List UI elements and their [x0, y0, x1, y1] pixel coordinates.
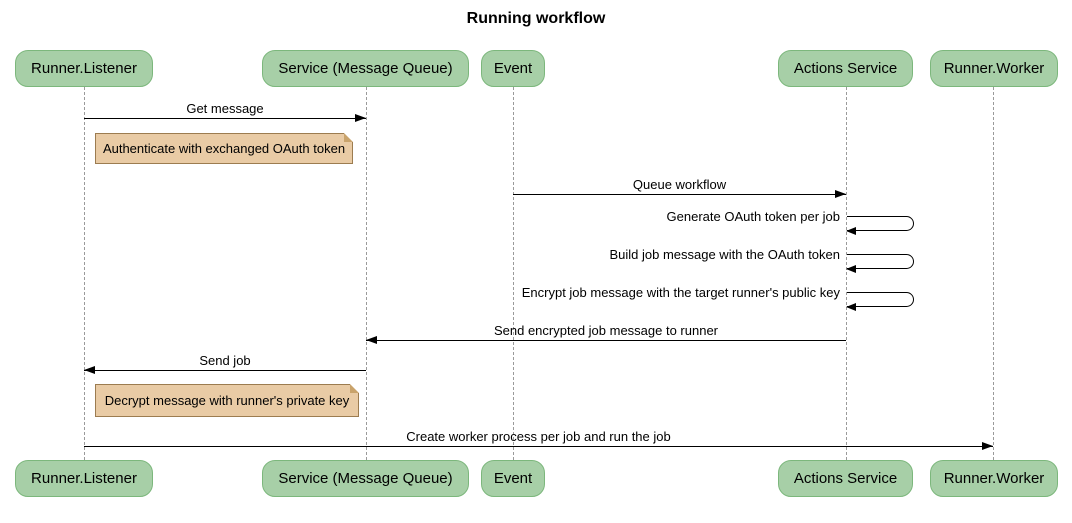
message-send-job: Send job: [84, 353, 366, 374]
actor-runner-worker-bottom: Runner.Worker: [930, 460, 1058, 497]
arrowhead-left-icon: [846, 265, 856, 273]
arrowhead-left-icon: [846, 227, 856, 235]
message-line: [513, 190, 846, 198]
self-message-loop: [846, 292, 914, 311]
actor-service-message-queue-top: Service (Message Queue): [262, 50, 469, 87]
arrowhead-right-icon: [355, 114, 366, 122]
actor-event-top: Event: [481, 50, 545, 87]
message-queue-workflow: Queue workflow: [513, 177, 846, 198]
actor-runner-listener-top: Runner.Listener: [15, 50, 153, 87]
actor-actions-service-top: Actions Service: [778, 50, 913, 87]
arrowhead-left-icon: [366, 336, 377, 344]
lifeline-actions-service: [846, 87, 847, 460]
note-text: Decrypt message with runner's private ke…: [104, 393, 350, 408]
arrowhead-left-icon: [84, 366, 95, 374]
message-create-worker-process: Create worker process per job and run th…: [84, 429, 993, 450]
self-message-label-build-job-message: Build job message with the OAuth token: [609, 247, 840, 262]
arrowhead-right-icon: [982, 442, 993, 450]
self-message-label-generate-oauth: Generate OAuth token per job: [666, 209, 840, 224]
self-message-loop: [846, 254, 914, 273]
lifeline-service-message-queue: [366, 87, 367, 460]
message-get-message: Get message: [84, 101, 366, 122]
lifeline-runner-listener: [84, 87, 85, 460]
self-message-label-encrypt-job-message: Encrypt job message with the target runn…: [521, 285, 840, 300]
message-label: Create worker process per job and run th…: [406, 429, 671, 444]
note-text: Authenticate with exchanged OAuth token: [102, 141, 346, 156]
message-line: [84, 442, 993, 450]
message-line: [366, 336, 846, 344]
message-label: Get message: [186, 101, 264, 116]
actor-service-message-queue-bottom: Service (Message Queue): [262, 460, 469, 497]
note-fold-icon: [344, 133, 353, 142]
arrowhead-left-icon: [846, 303, 856, 311]
note-decrypt: Decrypt message with runner's private ke…: [95, 384, 359, 417]
arrowhead-right-icon: [835, 190, 846, 198]
message-line: [84, 366, 366, 374]
message-label: Send encrypted job message to runner: [493, 323, 719, 338]
message-label: Queue workflow: [632, 177, 727, 192]
message-line: [84, 114, 366, 122]
lifeline-event: [513, 87, 514, 460]
note-fold-icon: [350, 384, 359, 393]
actor-runner-listener-bottom: Runner.Listener: [15, 460, 153, 497]
self-message-loop: [846, 216, 914, 235]
diagram-title: Running workflow: [466, 10, 606, 27]
actor-event-bottom: Event: [481, 460, 545, 497]
actor-actions-service-bottom: Actions Service: [778, 460, 913, 497]
message-send-encrypted-job: Send encrypted job message to runner: [366, 323, 846, 344]
note-authenticate: Authenticate with exchanged OAuth token: [95, 133, 353, 164]
lifeline-runner-worker: [993, 87, 994, 460]
actor-runner-worker-top: Runner.Worker: [930, 50, 1058, 87]
message-label: Send job: [199, 353, 251, 368]
